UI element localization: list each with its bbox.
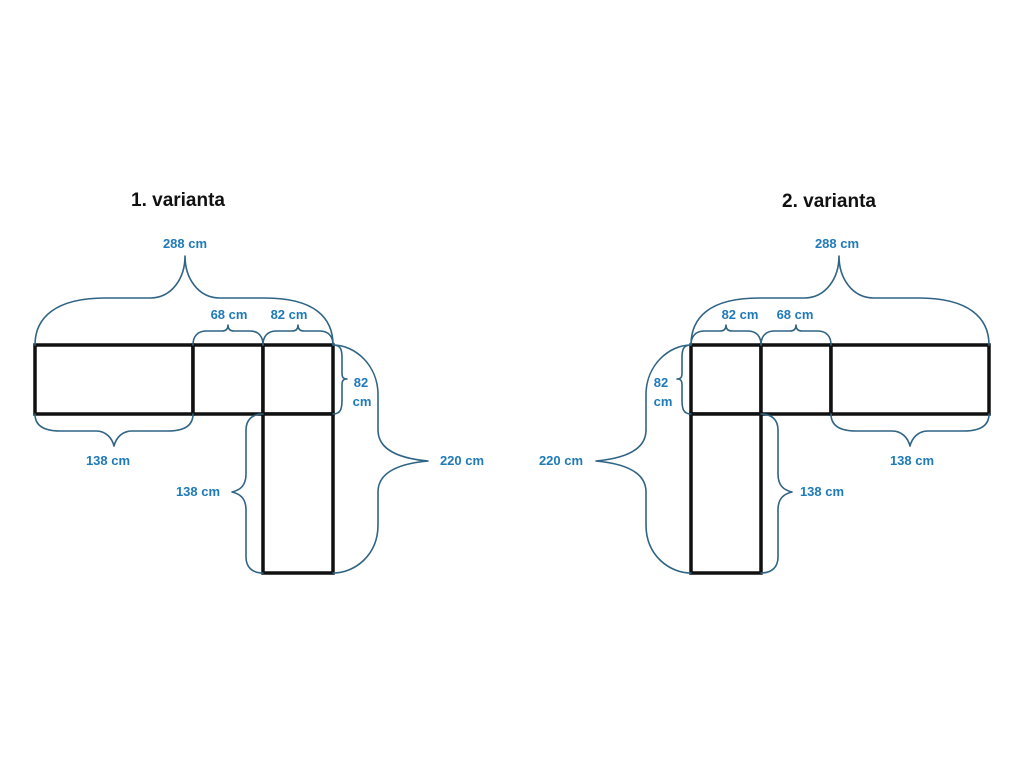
variant-2-module-long [829,343,991,416]
variant-2-module-corner [689,343,763,416]
variant-1-brace-leg [231,413,264,574]
variant-1-label-bottom: 138 cm [86,453,130,468]
variant-2-brace-seg-b [760,324,832,346]
variant-2-brace-depth [676,344,692,415]
variant-2-module-leg [689,412,763,575]
variant-2-module-middle [759,343,833,416]
variant-1-brace-seg-b [262,324,334,346]
variant-1-brace-seg-a [192,324,264,346]
variant-1-label-leg: 138 cm [176,484,220,499]
variant-1-brace-total-height [332,344,429,574]
variant-1-label-seg-b: 82 cm [271,307,308,322]
variant-1-label-depth-unit: cm [353,394,372,409]
variant-1-brace-depth [332,344,348,415]
variant-2-title: 2. varianta [782,191,876,212]
variant-2-brace-leg [760,413,793,574]
variant-2-label-total-width: 288 cm [815,236,859,251]
variant-1-module-leg [261,412,335,575]
variant-1-label-total-width: 288 cm [163,236,207,251]
variant-2-brace-seg-a [690,324,762,346]
variant-2-label-total-height: 220 cm [539,453,583,468]
variant-2-label-depth-unit: cm [654,394,673,409]
variant-1-brace-bottom [34,413,194,447]
variant-1-label-total-height: 220 cm [440,453,484,468]
variant-1-module-corner [261,343,335,416]
variant-2-label-seg-b: 68 cm [777,307,814,322]
variant-2-brace-total-height [595,344,692,574]
variant-2: 2. varianta 288 cm 82 cm 68 cm 82 cm 138… [539,191,991,575]
variant-1-label-seg-a: 68 cm [211,307,248,322]
variant-1-brace-total-width [34,255,334,346]
variant-2-brace-bottom [830,413,990,447]
variant-2-brace-total-width [690,255,990,346]
variant-2-label-bottom: 138 cm [890,453,934,468]
variant-1: 1. varianta 288 cm 68 cm 82 cm 82 cm 138… [33,190,484,575]
variant-2-label-depth-number: 82 [654,375,668,390]
variant-1-title: 1. varianta [131,190,225,211]
variant-2-label-seg-a: 82 cm [722,307,759,322]
variant-1-module-middle [191,343,265,416]
variant-1-label-depth-number: 82 [354,375,368,390]
variant-2-label-leg: 138 cm [800,484,844,499]
variant-1-module-long [33,343,195,416]
